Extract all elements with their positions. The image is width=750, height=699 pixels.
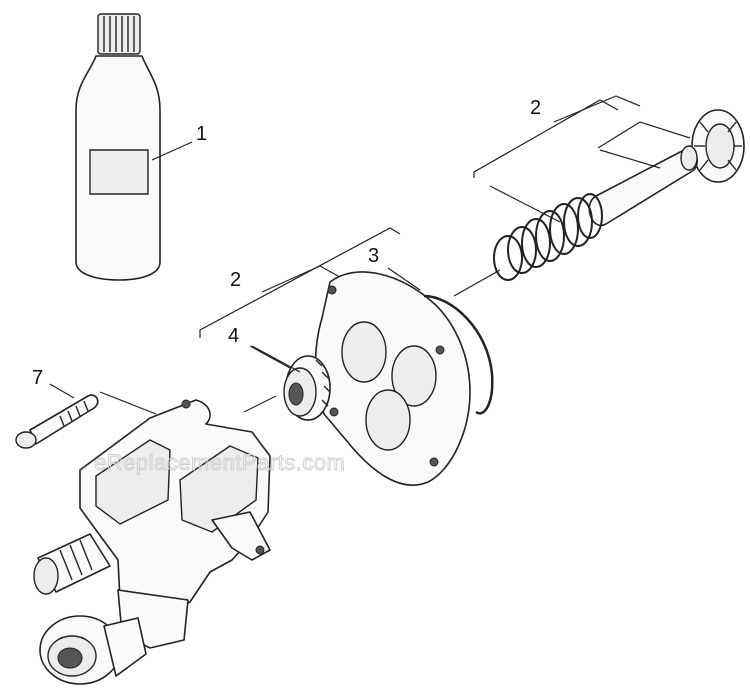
callout-3: 3 bbox=[368, 245, 379, 267]
callout-4: 4 bbox=[228, 325, 239, 347]
callout-1: 1 bbox=[196, 123, 207, 145]
pump-housing[interactable] bbox=[33, 399, 271, 685]
piston-rod bbox=[588, 145, 699, 227]
screw-part-7[interactable] bbox=[15, 394, 99, 449]
retainer-washer bbox=[691, 109, 745, 183]
spring bbox=[493, 193, 603, 281]
callout-7: 7 bbox=[32, 367, 43, 389]
watermark-text: eReplacementParts.com bbox=[94, 450, 345, 475]
union-nut bbox=[39, 615, 147, 685]
oil-bottle-part-1[interactable] bbox=[75, 13, 161, 281]
leader-lines bbox=[49, 95, 691, 415]
valve-part-4[interactable] bbox=[283, 355, 331, 421]
callout-2-top: 2 bbox=[530, 97, 541, 119]
inlet-nipple bbox=[33, 533, 111, 595]
piston-spring-assembly-part-2[interactable] bbox=[493, 109, 745, 281]
bottle-label bbox=[89, 149, 149, 195]
callout-2-middle: 2 bbox=[230, 269, 241, 291]
